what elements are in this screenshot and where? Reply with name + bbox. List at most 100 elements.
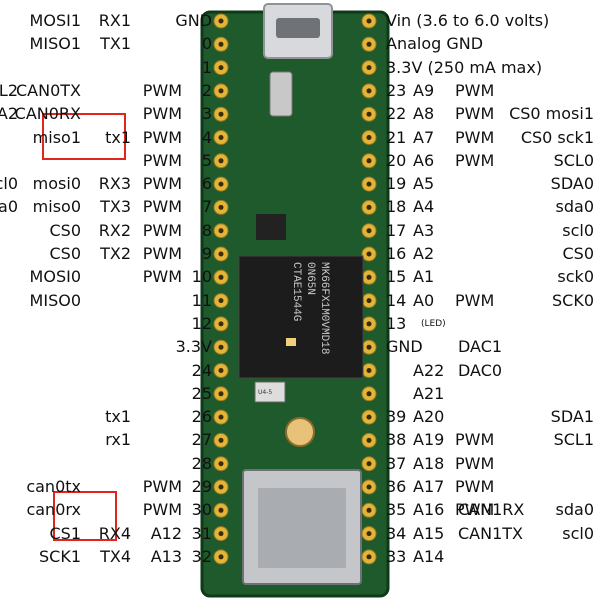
led-note: (LED): [421, 318, 446, 329]
analog-label: A7: [413, 127, 435, 147]
left-pin-number: 4: [201, 127, 212, 147]
left-pad-hole: [218, 135, 224, 140]
right-pad-hole: [366, 251, 372, 257]
analog-label: A1: [413, 267, 435, 287]
left-pad-hole: [218, 391, 224, 397]
left-pwm-label: PWM: [142, 127, 182, 147]
right-pin-number: 23: [386, 80, 407, 100]
left-serial-label: tx1: [105, 407, 131, 427]
can0-highlight-box-upper: [42, 113, 126, 160]
right-pad-hole: [366, 461, 372, 467]
left-function-label: SCK1: [39, 546, 81, 566]
right-pin-number: Vin (3.6 to 6.0 volts): [386, 11, 550, 30]
left-serial-label: RX2: [98, 220, 131, 240]
left-serial-label: TX1: [100, 34, 131, 54]
left-pwm-label: PWM: [142, 150, 182, 170]
left-pad-hole: [218, 18, 224, 24]
left-function-label: CAN0RX: [14, 104, 81, 124]
right-pwm-label: PWM: [455, 104, 495, 124]
analog-label: A8: [413, 104, 435, 124]
left-pad-hole: [218, 507, 224, 513]
right-pad-hole: [366, 414, 372, 420]
right-alt-label: CS0 sck1: [520, 127, 594, 147]
left-pin-number: 0: [201, 34, 212, 54]
right-pin-number: GND: [386, 337, 423, 357]
chip-markings: MK66FX1M0VMD18 0N65N CTAE1544G: [290, 262, 330, 354]
right-pin-number: Analog GND: [386, 34, 484, 54]
right-pwm-label: PWM: [455, 477, 495, 496]
left-analog-label: A12: [150, 523, 182, 543]
right-pad-hole: [366, 274, 372, 280]
right-pin-number: 14: [386, 290, 407, 310]
left-serial-label: TX2: [100, 244, 131, 263]
right-pad-hole: [366, 321, 372, 327]
left-edge-label: A2: [0, 104, 18, 124]
right-alt-label: SDA1: [550, 407, 594, 427]
right-pad-hole: [366, 298, 372, 304]
left-pad-hole: [218, 344, 224, 350]
left-pin-number: 29: [191, 477, 212, 496]
left-pad-hole: [218, 321, 224, 327]
right-pwm-label: PWM: [455, 150, 495, 170]
right-pad-hole: [366, 484, 372, 490]
left-pad-hole: [218, 204, 224, 210]
left-function-label: MISO0: [29, 290, 81, 310]
right-pin-number: 22: [386, 104, 407, 124]
right-pin-number: 13: [386, 313, 407, 333]
left-pad-hole: [218, 88, 224, 94]
right-pin-number: 38: [386, 430, 407, 450]
right-pad-hole: [366, 228, 372, 234]
left-pad-hole: [218, 181, 224, 187]
analog-label: A2: [413, 244, 435, 263]
left-serial-label: RX1: [98, 11, 131, 30]
right-pin-number: 15: [386, 267, 407, 287]
left-pin-number: 9: [201, 244, 212, 263]
right-pin-number: 33: [386, 546, 407, 566]
left-pin-number: 31: [191, 523, 212, 543]
right-pin-number: 18: [386, 197, 407, 217]
analog-label: A17: [413, 477, 445, 496]
right-alt-label: sck0: [557, 267, 594, 287]
left-pin-number: 25: [191, 383, 212, 403]
left-pwm-label: PWM: [142, 267, 182, 287]
left-pwm-label: PWM: [142, 80, 182, 100]
right-alt-label: SCK0: [552, 290, 594, 310]
left-pin-number: 8: [201, 220, 212, 240]
sd-card-opening: [258, 488, 346, 568]
left-pin-number: 12: [191, 313, 212, 333]
left-pad-hole: [218, 461, 224, 467]
left-pad-hole: [218, 368, 224, 373]
program-button: [285, 417, 315, 447]
analog-label: A6: [413, 150, 435, 170]
right-pwm-label: PWM: [455, 127, 495, 147]
left-pin-number: 24: [191, 360, 212, 380]
left-serial-label: RX3: [98, 174, 131, 194]
left-pin-number: 5: [201, 150, 212, 170]
right-alt-label: sda0: [555, 500, 594, 520]
left-pin-number: 28: [191, 453, 212, 473]
mini-chip-label: U4-5: [258, 389, 272, 396]
right-pin-number: 19: [386, 174, 407, 194]
analog-label: A15: [413, 523, 445, 543]
left-pad-hole: [218, 65, 224, 71]
processor-chip: [238, 255, 364, 379]
right-pin-number: 34: [386, 523, 407, 543]
analog-label: A21: [413, 383, 445, 403]
right-alt-label: CS0 mosi1: [509, 104, 594, 124]
left-pin-number: 30: [191, 500, 212, 520]
left-function-label: can0tx: [26, 477, 81, 496]
left-serial-label: RX4: [98, 523, 131, 543]
analog-label: A0: [413, 290, 435, 310]
right-alt-label: CS0: [562, 244, 594, 263]
left-pin-number: 32: [191, 546, 212, 566]
right-pad-hole: [366, 111, 372, 117]
left-edge-label: da0: [0, 197, 18, 217]
right-alt-label: SCL0: [553, 150, 594, 170]
left-pad-hole: [218, 251, 224, 257]
left-pin-number: 27: [191, 430, 212, 450]
right-function-label: DAC1: [458, 337, 503, 357]
left-pin-number: 11: [191, 290, 212, 310]
left-pwm-label: PWM: [142, 104, 182, 124]
analog-label: A16: [413, 500, 445, 520]
right-pad-hole: [366, 437, 372, 443]
